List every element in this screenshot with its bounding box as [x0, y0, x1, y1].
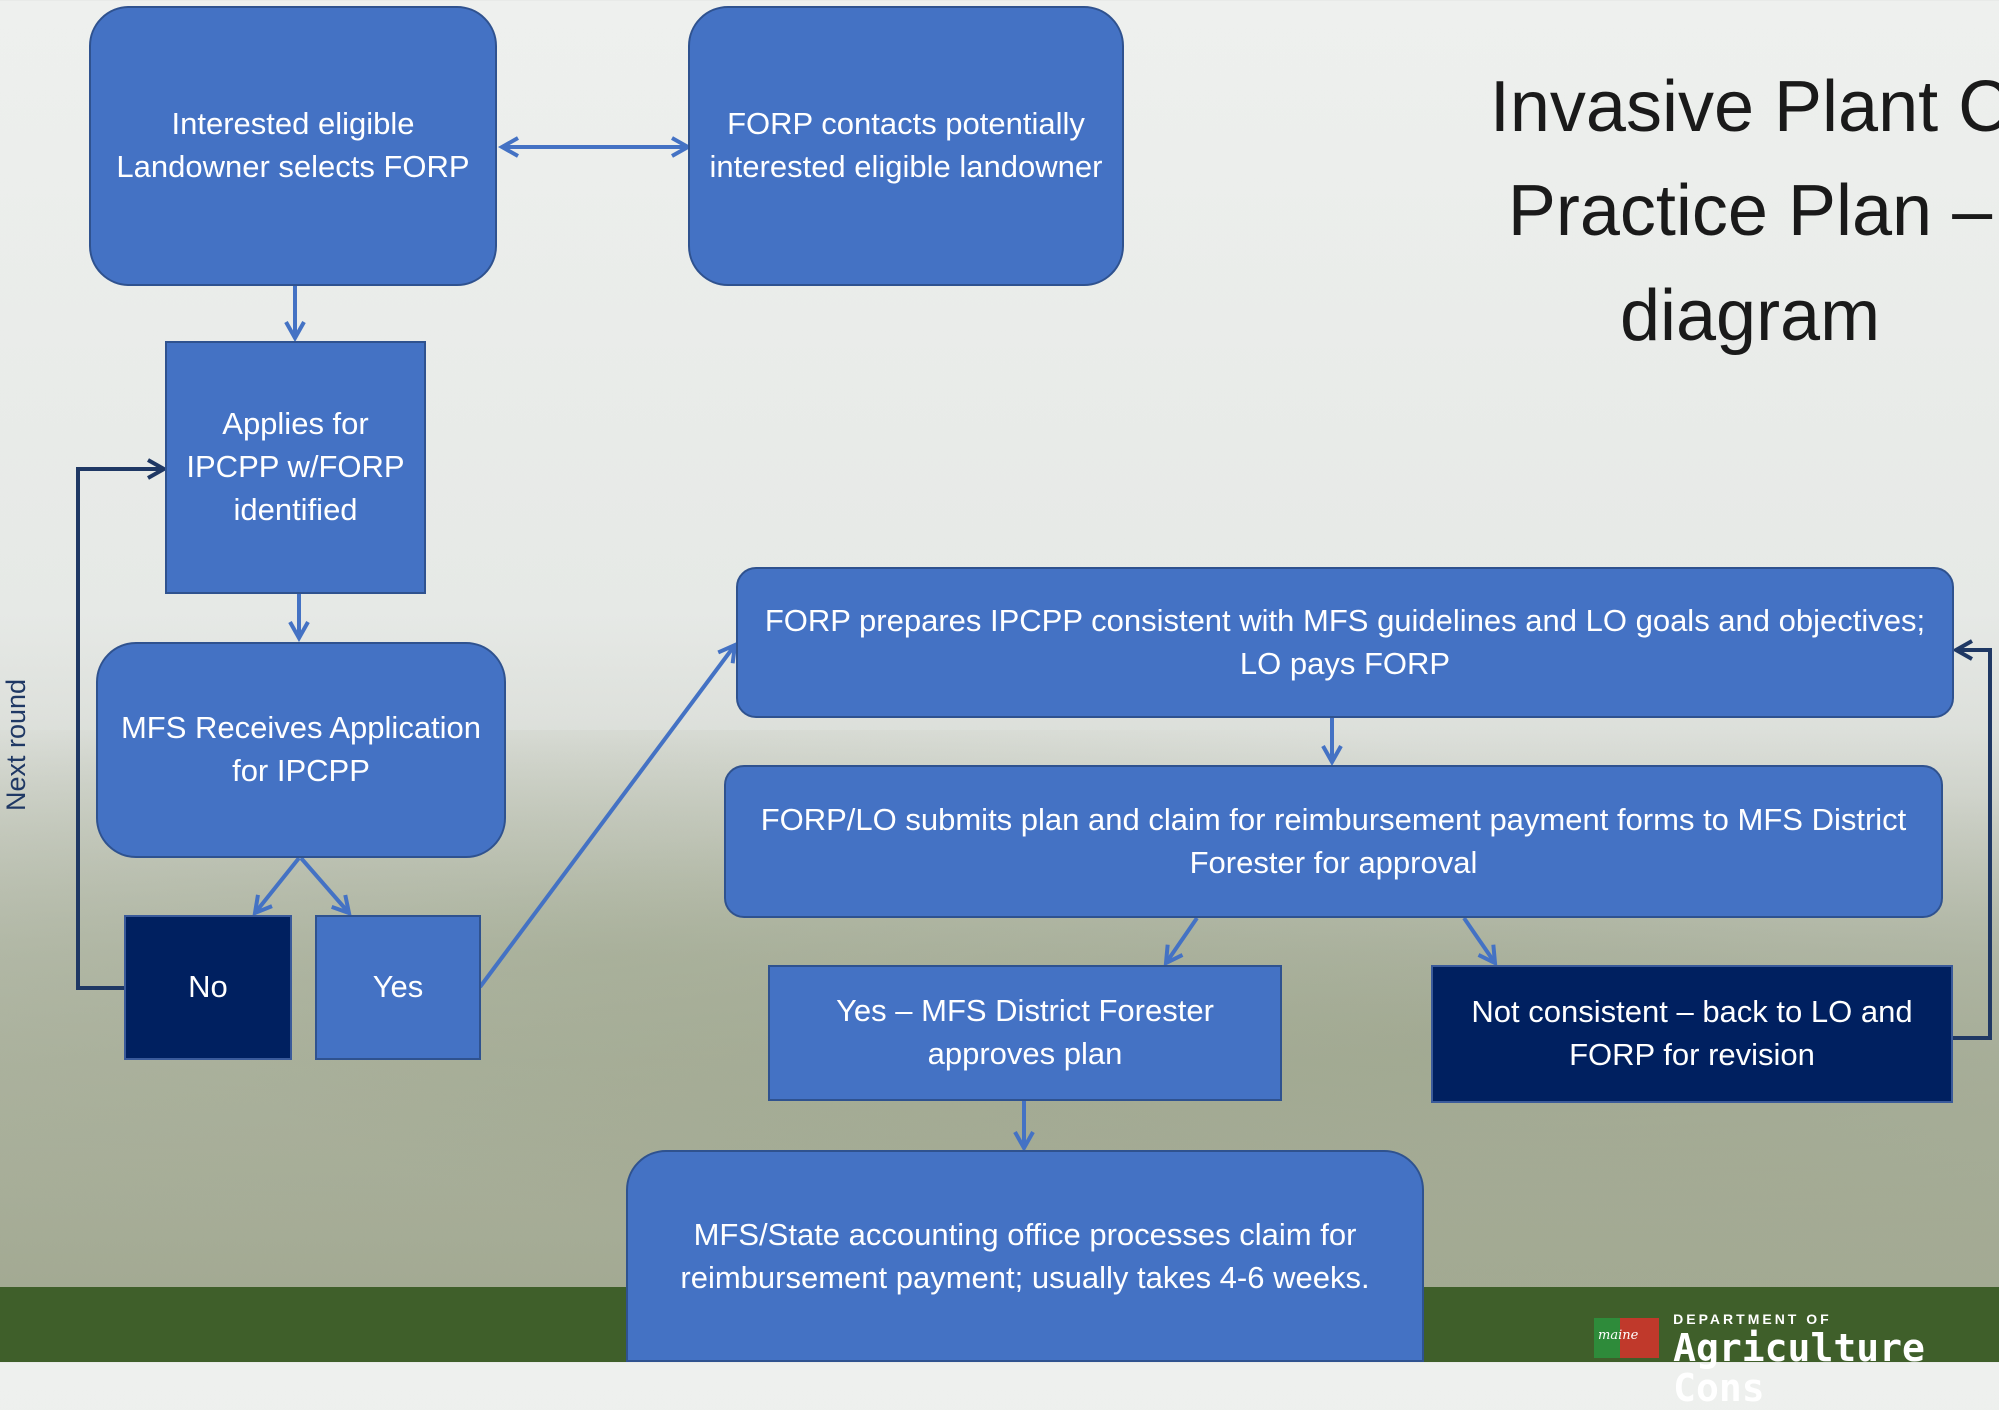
node-forp-contacts: FORP contacts potentially interested eli…	[688, 6, 1124, 286]
node-not-consistent: Not consistent – back to LO and FORP for…	[1431, 965, 1953, 1103]
node-forp-prepares: FORP prepares IPCPP consistent with MFS …	[736, 567, 1954, 718]
node-yes: Yes	[315, 915, 481, 1060]
logo-top-text: DEPARTMENT OF	[1673, 1311, 1832, 1327]
slide-title: Invasive Plant C Practice Plan – diagram	[1489, 67, 1999, 356]
node-approves: Yes – MFS District Forester approves pla…	[768, 965, 1282, 1101]
connectors	[76, 0, 1992, 1362]
logo-bottom-text: Agriculture Cons	[1673, 1326, 1925, 1410]
arrow-to-no	[255, 856, 301, 913]
logo-text: DEPARTMENT OF Agriculture Cons	[1673, 1310, 1999, 1408]
arrow-to-not-consistent	[1462, 916, 1495, 963]
arrow-revision-loop	[1953, 650, 1992, 1040]
arrow-to-yes	[299, 856, 349, 913]
node-no: No	[124, 915, 292, 1060]
department-logo: maine DEPARTMENT OF Agriculture Cons	[1594, 1310, 1999, 1408]
node-processes: MFS/State accounting office processes cl…	[626, 1150, 1424, 1362]
maine-logo-icon: maine	[1594, 1318, 1660, 1358]
arrow-to-approves	[1166, 916, 1199, 963]
arrow-yes-to-prepares	[478, 645, 735, 989]
node-landowner-selects: Interested eligible Landowner selects FO…	[89, 6, 497, 286]
arrow-next-round	[76, 469, 164, 990]
node-submits: FORP/LO submits plan and claim for reimb…	[724, 765, 1943, 918]
node-applies: Applies for IPCPP w/FORP identified	[165, 341, 426, 594]
node-mfs-receives: MFS Receives Application for IPCPP	[96, 642, 506, 858]
